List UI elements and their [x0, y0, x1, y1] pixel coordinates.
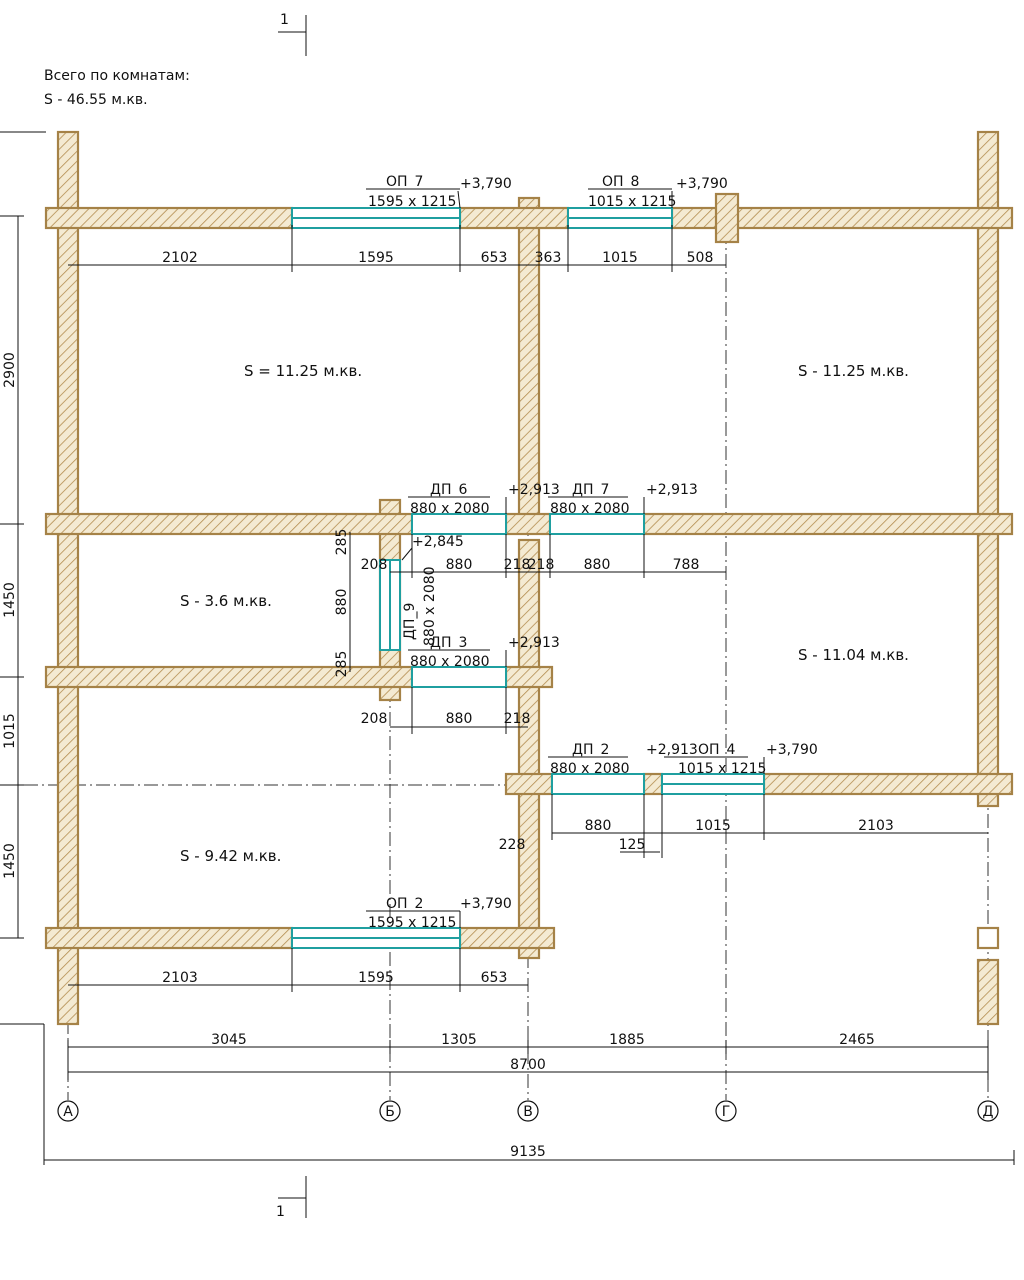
svg-text:1450: 1450 — [2, 582, 18, 618]
opening-size: 1595 х 1215 — [368, 915, 456, 931]
svg-text:8700: 8700 — [510, 1057, 546, 1073]
opening-size: 880 х 2080 — [422, 566, 438, 646]
opening-size: 880 х 2080 — [410, 654, 490, 670]
log-walls — [44, 130, 1014, 1026]
svg-text:228: 228 — [499, 837, 526, 853]
axis-v: В — [523, 1104, 533, 1120]
opening-level: +2,913 — [508, 482, 560, 498]
svg-text:1015: 1015 — [602, 250, 638, 266]
svg-text:1015: 1015 — [695, 818, 731, 834]
svg-text:788: 788 — [673, 557, 700, 573]
svg-text:2103: 2103 — [858, 818, 894, 834]
opening-mark: ОП_8 — [602, 174, 639, 190]
axis-g: Г — [722, 1104, 731, 1120]
axis-bubbles — [57, 1100, 999, 1122]
svg-text:208: 208 — [361, 557, 388, 573]
room-area-label: S - 11.04 м.кв. — [798, 646, 909, 664]
room-area-label: S = 11.25 м.кв. — [244, 362, 362, 380]
svg-text:880: 880 — [584, 557, 611, 573]
svg-text:363: 363 — [535, 250, 562, 266]
svg-text:218: 218 — [528, 557, 555, 573]
opening-dp2 — [551, 773, 645, 795]
svg-text:1885: 1885 — [609, 1032, 645, 1048]
svg-text:1450: 1450 — [2, 843, 18, 879]
opening-size: 1015 х 1215 — [678, 761, 766, 777]
opening-mark: ДП_6 — [430, 482, 467, 498]
svg-text:653: 653 — [481, 250, 508, 266]
dimension-lines — [0, 15, 1015, 1218]
svg-text:2103: 2103 — [162, 970, 198, 986]
axis-a: А — [63, 1104, 73, 1120]
opening-level: +3,790 — [460, 896, 512, 912]
svg-text:285: 285 — [334, 529, 350, 556]
svg-text:880: 880 — [446, 711, 473, 727]
svg-text:125: 125 — [619, 837, 646, 853]
svg-text:1595: 1595 — [358, 250, 394, 266]
svg-text:208: 208 — [361, 711, 388, 727]
svg-text:880: 880 — [585, 818, 612, 834]
opening-level: +2,913 — [646, 742, 698, 758]
svg-text:2465: 2465 — [839, 1032, 875, 1048]
opening-dp3 — [411, 666, 507, 688]
axis-labels: А Б В Г Д — [63, 1104, 993, 1120]
opening-mark: ОП_4 — [698, 742, 736, 758]
section-mark-top: 1 — [280, 12, 289, 28]
summary-total: S - 46.55 м.кв. — [44, 92, 148, 108]
opening-level: +3,790 — [460, 176, 512, 192]
opening-mark: ДП_7 — [572, 482, 609, 498]
axis-d: Д — [983, 1104, 994, 1120]
opening-size: 880 х 2080 — [550, 501, 630, 517]
opening-mark: ДП_3 — [430, 635, 467, 651]
opening-level: +3,790 — [676, 176, 728, 192]
opening-mark: ОП_2 — [386, 896, 423, 912]
summary-caption: Всего по комнатам: — [44, 68, 190, 84]
svg-text:2900: 2900 — [2, 352, 18, 388]
svg-text:1595: 1595 — [358, 970, 394, 986]
svg-text:218: 218 — [504, 557, 531, 573]
svg-text:1305: 1305 — [441, 1032, 477, 1048]
svg-text:218: 218 — [504, 711, 531, 727]
opening-mark: ДП_2 — [572, 742, 609, 758]
opening-level: +2,913 — [646, 482, 698, 498]
opening-dp6 — [411, 513, 507, 535]
svg-text:653: 653 — [481, 970, 508, 986]
room-area-label: S - 9.42 м.кв. — [180, 847, 281, 865]
opening-size: 1595 х 1215 — [368, 194, 456, 210]
svg-text:508: 508 — [687, 250, 714, 266]
opening-labels: ОП_7 1595 х 1215 +3,790 ОП_8 1015 х 1215… — [368, 174, 818, 931]
section-mark-bottom: 1 — [276, 1204, 285, 1220]
room-area-label: S - 3.6 м.кв. — [180, 592, 272, 610]
svg-text:3045: 3045 — [211, 1032, 247, 1048]
svg-text:2102: 2102 — [162, 250, 198, 266]
wall-openings — [291, 207, 765, 949]
opening-mark: ОП_7 — [386, 174, 423, 190]
opening-size: 880 х 2080 — [410, 501, 490, 517]
opening-dp7 — [549, 513, 645, 535]
opening-level: +3,790 — [766, 742, 818, 758]
svg-text:880: 880 — [334, 589, 350, 616]
dimension-values: 2102 1595 653 363 1015 508 208 880 218 2… — [2, 250, 894, 1160]
svg-text:880: 880 — [446, 557, 473, 573]
svg-text:285: 285 — [334, 651, 350, 678]
opening-size: 1015 х 1215 — [588, 194, 676, 210]
axis-b: Б — [385, 1104, 395, 1120]
opening-level: +2,913 — [508, 635, 560, 651]
svg-text:9135: 9135 — [510, 1144, 546, 1160]
svg-text:1015: 1015 — [2, 713, 18, 749]
opening-mark: ДП_9 — [402, 603, 418, 640]
opening-level: +2,845 — [412, 534, 464, 550]
opening-size: 880 х 2080 — [550, 761, 630, 777]
room-area-label: S - 11.25 м.кв. — [798, 362, 909, 380]
